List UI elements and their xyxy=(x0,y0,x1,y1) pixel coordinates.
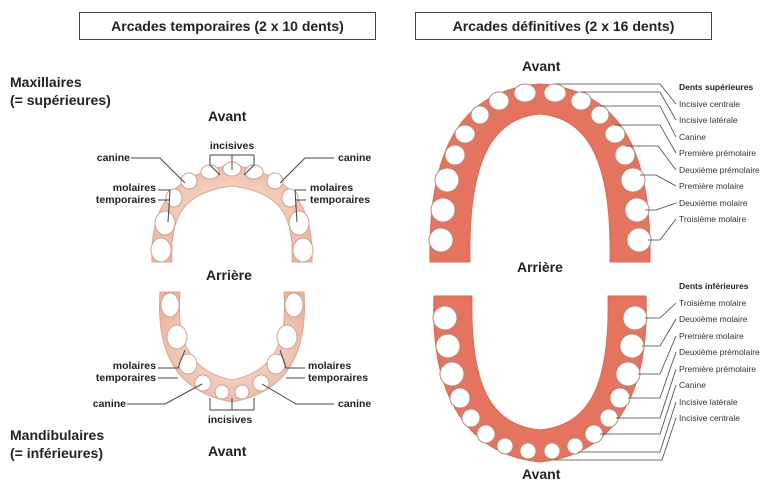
tooth xyxy=(544,443,560,459)
tooth xyxy=(616,362,640,386)
tooth xyxy=(151,238,171,262)
tooth xyxy=(167,325,187,349)
tooth xyxy=(267,173,283,189)
tooth xyxy=(514,84,536,102)
tooth xyxy=(497,438,513,454)
tooth xyxy=(471,106,489,124)
tooth xyxy=(166,189,182,207)
tooth xyxy=(195,375,211,391)
tooth xyxy=(520,443,536,459)
tooth xyxy=(235,385,249,399)
tooth xyxy=(489,92,509,110)
tooth xyxy=(610,388,630,408)
tooth xyxy=(620,334,644,358)
temporary-lower-arch xyxy=(159,292,304,402)
permanent-upper-arch xyxy=(429,84,651,262)
tooth xyxy=(627,228,651,252)
tooth xyxy=(615,145,635,165)
tooth xyxy=(591,106,609,124)
tooth xyxy=(621,168,645,192)
tooth xyxy=(477,425,495,443)
tooth xyxy=(600,409,618,427)
left-leader-lines xyxy=(127,155,334,410)
tooth xyxy=(155,211,175,235)
tooth xyxy=(462,409,480,427)
tooth xyxy=(440,362,464,386)
tooth xyxy=(455,125,475,143)
tooth xyxy=(544,84,566,102)
tooth xyxy=(450,388,470,408)
permanent-lower-arch xyxy=(433,296,647,462)
tooth xyxy=(215,385,229,399)
tooth xyxy=(605,125,625,143)
tooth xyxy=(433,306,457,330)
tooth xyxy=(429,228,453,252)
tooth xyxy=(436,334,460,358)
tooth xyxy=(445,145,465,165)
tooth xyxy=(253,375,269,391)
tooth xyxy=(179,354,197,374)
tooth xyxy=(623,306,647,330)
tooth xyxy=(435,168,459,192)
tooth xyxy=(161,293,179,317)
temporary-upper-arch xyxy=(151,162,313,262)
tooth xyxy=(289,211,309,235)
tooth xyxy=(277,325,297,349)
tooth xyxy=(431,198,455,222)
tooth xyxy=(285,293,303,317)
tooth xyxy=(571,92,591,110)
tooth xyxy=(293,238,313,262)
